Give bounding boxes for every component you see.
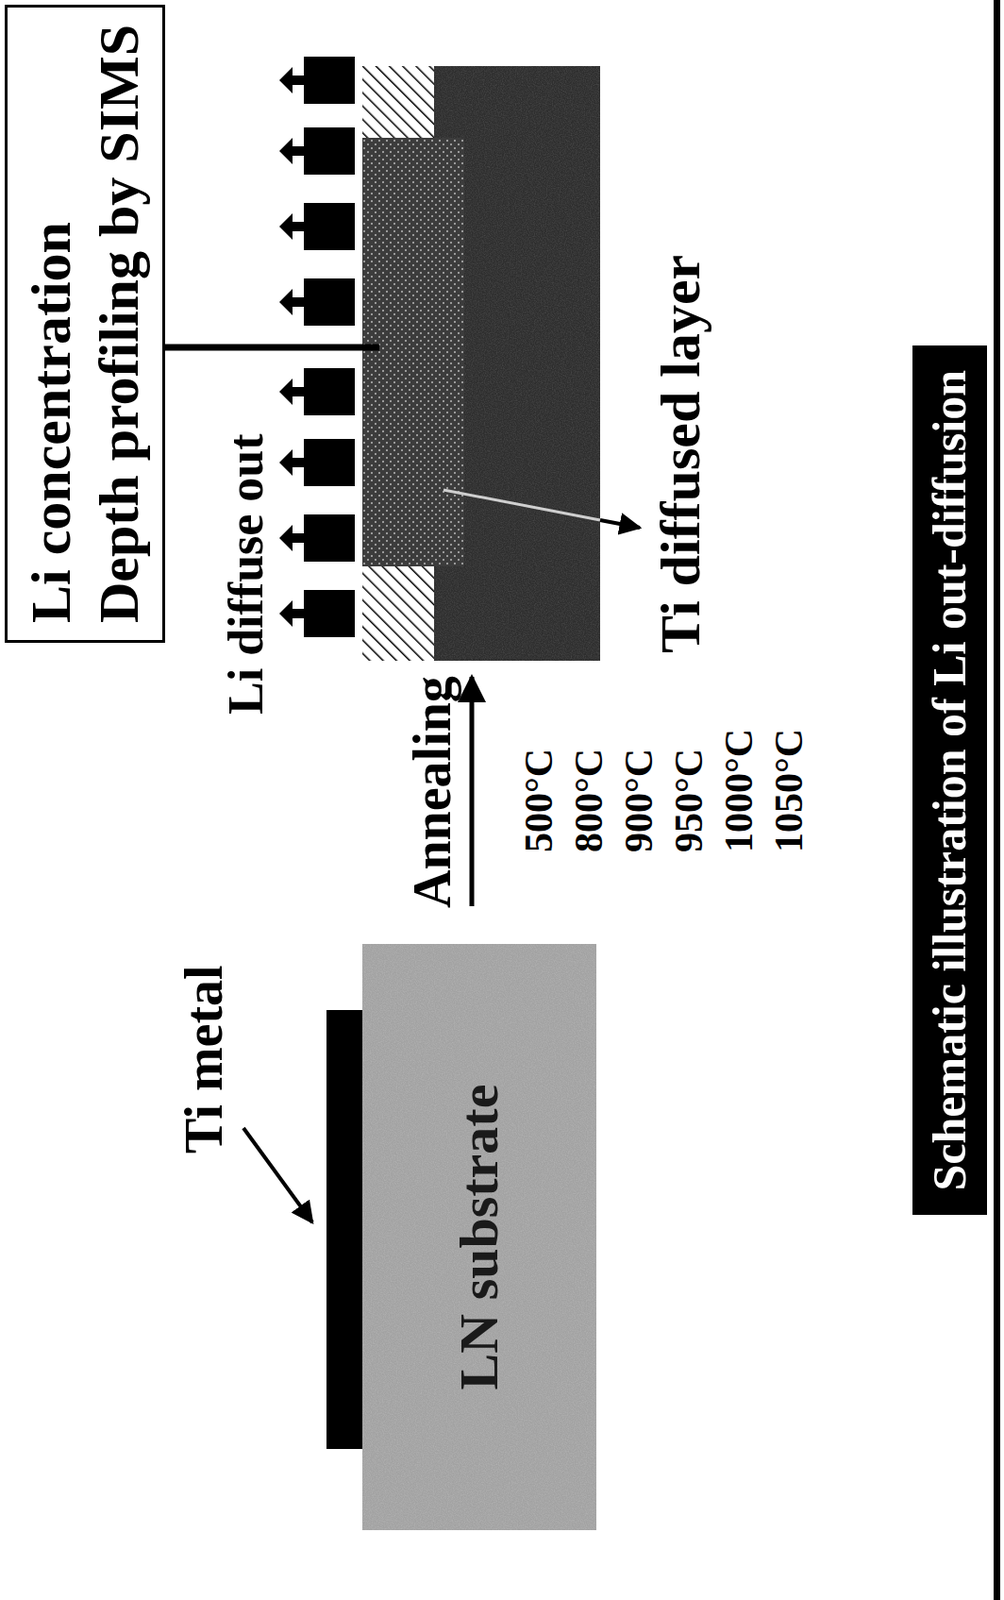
- arrow-tip: [279, 378, 293, 405]
- grain-noise: [362, 943, 597, 1530]
- up-arrow: [279, 438, 355, 486]
- up-arrow: [279, 278, 355, 326]
- arrow-block: [303, 127, 355, 175]
- up-arrow: [279, 202, 355, 251]
- part-label: Ti metal: [175, 964, 235, 1154]
- arrow-shaft: [290, 457, 306, 468]
- up-arrow: [279, 589, 355, 637]
- substrate-grain: [362, 66, 601, 661]
- arrow-tip: [279, 524, 293, 552]
- arrow-tip: [279, 449, 293, 476]
- li-depleted-region: [362, 566, 435, 661]
- arrow-shaft: [290, 608, 306, 619]
- arrow-tip: [279, 66, 293, 94]
- substrate-label: LN substrate: [449, 1084, 510, 1390]
- up-arrow: [279, 514, 355, 562]
- temperature-label: 950°C: [667, 748, 711, 853]
- process-label: Annealing: [403, 675, 463, 908]
- ti-metal-strip: [326, 1009, 363, 1449]
- arrow-shaft: [290, 297, 306, 307]
- arrow-shaft: [290, 146, 306, 156]
- temperature-label: 1000°C: [717, 728, 761, 853]
- arrow-tip: [279, 137, 293, 165]
- arrow-shaft: [290, 386, 306, 397]
- pointer-arrow: [243, 1127, 313, 1222]
- up-arrow: [279, 56, 355, 104]
- part-label: Ti diffused layer: [649, 254, 712, 653]
- arrow-block: [303, 514, 355, 562]
- up-arrow: [279, 127, 355, 175]
- box-text: Depth profiling by SIMS: [84, 24, 153, 623]
- arrow-block: [303, 56, 355, 104]
- up-arrow: [279, 368, 355, 416]
- arrow-shaft: [290, 533, 306, 543]
- arrow-shaft: [290, 221, 306, 232]
- pointer-line: [443, 489, 601, 520]
- ti-diffused-region: [362, 137, 465, 567]
- title-box: Li concentrationDepth profiling by SIMS: [4, 4, 166, 643]
- arrow-block: [303, 278, 355, 326]
- arrow-block: [303, 589, 355, 637]
- substrate-box: LN substrate: [362, 943, 597, 1530]
- temperature-label: 900°C: [617, 748, 661, 853]
- li-depleted-region: [362, 66, 435, 138]
- process-label: Li diffuse out: [218, 433, 273, 715]
- caption: Schematic illustration of Li out-diffusi…: [912, 345, 988, 1215]
- bottom-rule: [993, 0, 1001, 1600]
- temperature-label: 500°C: [517, 748, 561, 853]
- arrow-tip: [279, 288, 293, 316]
- arrow-block: [303, 368, 355, 416]
- arrow-block: [303, 438, 355, 486]
- annealed-substrate: [362, 66, 601, 661]
- leader-line: [141, 344, 380, 352]
- arrow-tip: [279, 600, 293, 627]
- arrow-tip: [279, 213, 293, 240]
- temperature-label: 800°C: [567, 748, 611, 853]
- arrow-block: [303, 202, 355, 251]
- temperature-label: 1050°C: [767, 728, 811, 853]
- arrow-shaft: [290, 75, 306, 85]
- pointer-arrow: [600, 519, 640, 528]
- process-arrow: [469, 676, 475, 906]
- box-text: Li concentration: [16, 221, 85, 623]
